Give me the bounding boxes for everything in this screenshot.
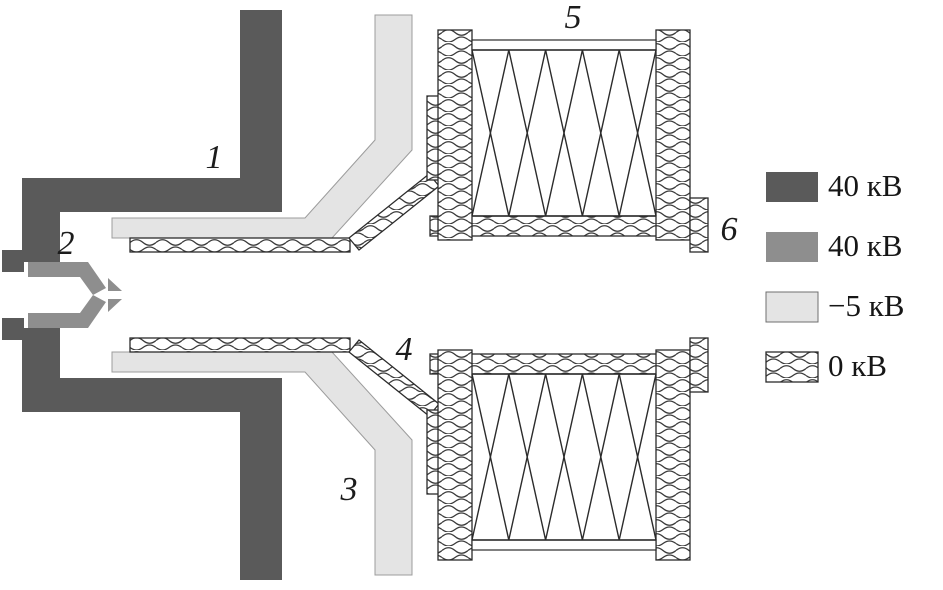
- dark-top-left-post: [22, 178, 60, 262]
- nozzle-top: [28, 262, 106, 295]
- part-label-3: 3: [340, 471, 358, 508]
- drift-liner-top: [129, 237, 351, 253]
- electrode-light-minus5kv: [111, 14, 413, 576]
- legend-item-mid-40kv: 40 кВ: [766, 228, 903, 263]
- coil-bottom-left-flange: [437, 349, 473, 561]
- part-label-6: 6: [721, 211, 738, 248]
- light-bottom-cone: [111, 351, 413, 576]
- aperture-cone-bottom: [108, 299, 122, 312]
- legend-label-light: −5 кВ: [828, 288, 904, 323]
- electrode-dark-40kv: [2, 10, 282, 580]
- dark-bottom-left-stub: [2, 318, 24, 340]
- nozzle-bottom: [28, 295, 106, 328]
- legend-label-hatch: 0 кВ: [828, 348, 887, 383]
- dark-top-left-stub: [2, 250, 24, 272]
- legend-item-hatch-0kv: 0 кВ: [765, 348, 887, 383]
- solenoid-windings: [471, 49, 657, 541]
- winding-bottom-zigzag-b: [471, 373, 657, 541]
- part-label-5: 5: [565, 0, 582, 36]
- legend-item-dark-40kv: 40 кВ: [766, 168, 903, 203]
- legend-swatch-dark: [766, 172, 818, 202]
- ground-hatched-parts: [129, 29, 709, 561]
- coil-bottom-plate: [471, 539, 657, 551]
- terminal-tab-bottom: [689, 337, 709, 393]
- coil-top-plate: [471, 39, 657, 51]
- legend-swatch-mid: [766, 232, 818, 262]
- coil-bottom-right-flange: [655, 349, 691, 561]
- terminal-tab-top: [689, 197, 709, 253]
- aperture-cone-top: [108, 278, 122, 291]
- legend-swatch-hatch: [765, 351, 819, 383]
- dark-bottom-left-post: [22, 328, 60, 412]
- coil-top-left-flange: [437, 29, 473, 241]
- light-top-cone: [111, 14, 413, 239]
- part-label-2: 2: [58, 225, 75, 262]
- electrode-mid-40kv: [28, 262, 122, 328]
- dark-bottom-horizontal-arm: [22, 378, 282, 412]
- drift-liner-bottom: [129, 337, 351, 353]
- dark-top-horizontal-arm: [22, 178, 282, 212]
- coil-top-right-flange: [655, 29, 691, 241]
- part-label-1: 1: [206, 139, 223, 176]
- voltage-legend: 40 кВ 40 кВ −5 кВ 0 кВ: [765, 168, 904, 383]
- part-label-4: 4: [396, 331, 413, 368]
- legend-item-light-minus5kv: −5 кВ: [765, 288, 904, 323]
- legend-label-dark: 40 кВ: [828, 168, 903, 203]
- legend-label-mid: 40 кВ: [828, 228, 903, 263]
- legend-swatch-light: [765, 291, 819, 323]
- part-callouts: 1 2 3 4 5 6: [58, 0, 738, 508]
- winding-top-zigzag-b: [471, 49, 657, 217]
